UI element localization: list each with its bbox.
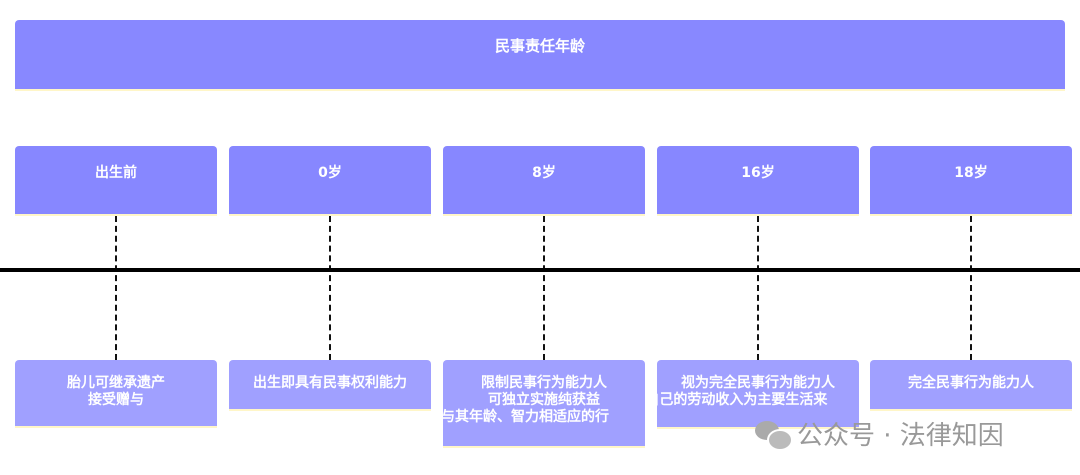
age-box-0: 0岁: [229, 146, 431, 216]
watermark: 公众号 · 法律知因: [755, 415, 1004, 452]
age-box-16: 16岁: [657, 146, 859, 216]
desc-box-before-birth: 胎儿可继承遗产 接受赠与: [15, 360, 217, 428]
connector-line: [757, 216, 759, 360]
desc-line: 限制民事行为能力人: [481, 375, 607, 391]
desc-box-8: 限制民事行为能力人 可独立实施纯获益 与其年龄、智力相适应的行: [441, 360, 645, 448]
age-box-18: 18岁: [870, 146, 1072, 216]
connector-line: [970, 216, 972, 360]
desc-line: 接受赠与: [88, 392, 144, 408]
desc-line: 可独立实施纯获益: [488, 392, 600, 408]
desc-line: 出生即具有民事权利能力: [253, 375, 407, 391]
age-box-8: 8岁: [443, 146, 645, 216]
desc-line: 胎儿可继承遗产: [67, 375, 165, 391]
age-box-before-birth: 出生前: [15, 146, 217, 216]
desc-line: 与其年龄、智力相适应的行: [441, 409, 609, 425]
timeline-axis: [0, 268, 1080, 272]
connector-line: [543, 216, 545, 360]
desc-line: (以自己的劳动收入为主要生活来: [657, 392, 828, 408]
desc-line: 完全民事行为能力人: [908, 375, 1034, 391]
desc-box-0: 出生即具有民事权利能力: [229, 360, 431, 411]
desc-line: 视为完全民事行为能力人: [681, 375, 835, 391]
desc-box-18: 完全民事行为能力人: [870, 360, 1072, 411]
connector-line: [115, 216, 117, 360]
diagram-title: 民事责任年龄: [15, 20, 1065, 91]
wechat-icon: [755, 420, 793, 451]
watermark-text: 公众号 · 法律知因: [797, 421, 1004, 451]
connector-line: [329, 216, 331, 360]
desc-box-16: 视为完全民事行为能力人 (以自己的劳动收入为主要生活来: [657, 360, 859, 429]
